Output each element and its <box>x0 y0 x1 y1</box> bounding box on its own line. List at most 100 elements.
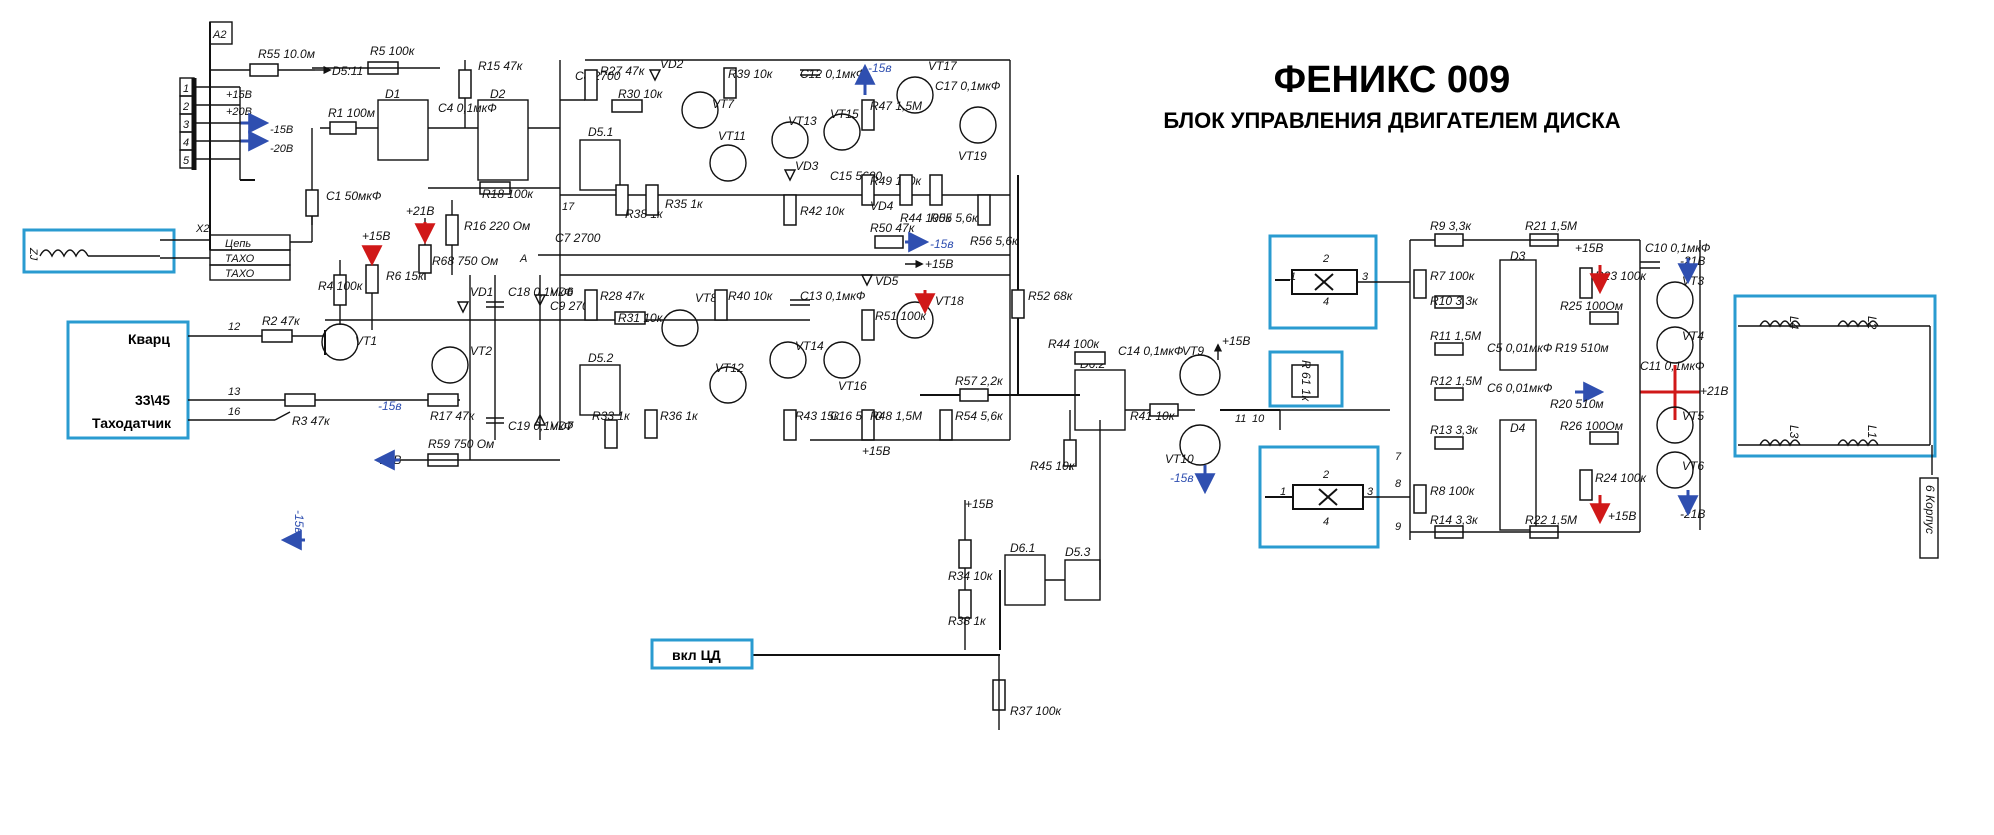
svg-text:R39 10к: R39 10к <box>728 67 774 81</box>
svg-text:R4 100к: R4 100к <box>318 279 364 293</box>
svg-text:R18 100к: R18 100к <box>482 187 534 201</box>
svg-text:10: 10 <box>1252 413 1265 425</box>
svg-text:VT7: VT7 <box>712 97 735 111</box>
svg-text:-20В: -20В <box>270 143 293 155</box>
svg-text:R16 220 Ом: R16 220 Ом <box>464 219 530 233</box>
svg-text:R56 5,6к: R56 5,6к <box>970 234 1019 248</box>
svg-text:ТАХО: ТАХО <box>225 253 255 265</box>
svg-text:D5.3: D5.3 <box>1065 545 1091 559</box>
svg-text:+21В: +21В <box>1700 384 1728 398</box>
speed-label: 33\45 <box>135 392 170 408</box>
kvarc-label: Кварц <box>128 331 170 347</box>
svg-text:R2 47к: R2 47к <box>262 314 301 328</box>
svg-text:R28 47к: R28 47к <box>600 289 646 303</box>
svg-text:VT4: VT4 <box>1682 329 1704 343</box>
vkl-cd-box <box>650 638 754 670</box>
svg-text:R45 10к: R45 10к <box>1030 459 1076 473</box>
svg-text:R68 750 Ом: R68 750 Ом <box>432 254 498 268</box>
svg-text:-15В: -15В <box>270 124 293 136</box>
svg-text:R55 5,6к: R55 5,6к <box>930 211 979 225</box>
svg-text:C11 0,1мкФ: C11 0,1мкФ <box>1640 359 1705 373</box>
svg-text:R26 100Ом: R26 100Ом <box>1560 419 1623 433</box>
svg-text:6 Корпус: 6 Корпус <box>1923 485 1937 534</box>
connector-a2: A2 1 2 3 4 5 +15В +20В -15В -20В <box>179 21 293 250</box>
svg-text:R34 10к: R34 10к <box>948 569 994 583</box>
vkl-cd-label: вкл ЦД <box>672 647 721 663</box>
svg-text:R44 100к: R44 100к <box>1048 337 1100 351</box>
svg-text:C10 0,1мкФ: C10 0,1мкФ <box>1645 241 1711 255</box>
svg-text:VT9: VT9 <box>1182 344 1204 358</box>
svg-text:R22 1,5М: R22 1,5М <box>1525 513 1577 527</box>
svg-text:R25 100Ом: R25 100Ом <box>1560 299 1623 313</box>
svg-text:R15 47к: R15 47к <box>478 59 524 73</box>
svg-text:R12 1,5М: R12 1,5М <box>1430 374 1482 388</box>
svg-text:R1 100м: R1 100м <box>328 106 375 120</box>
svg-text:13: 13 <box>228 386 241 398</box>
svg-text:VD1: VD1 <box>470 285 493 299</box>
svg-text:R8 100к: R8 100к <box>1430 484 1476 498</box>
svg-text:L4: L4 <box>1787 316 1801 330</box>
svg-text:1: 1 <box>1280 486 1286 498</box>
svg-text:VT15: VT15 <box>830 107 859 121</box>
svg-text:D5.2: D5.2 <box>588 351 614 365</box>
svg-text:R31 10к: R31 10к <box>618 311 664 325</box>
svg-text:D3: D3 <box>1510 249 1526 263</box>
svg-text:VT1: VT1 <box>355 334 377 348</box>
svg-text:+15В: +15В <box>226 89 252 101</box>
svg-text:-21В: -21В <box>1680 507 1705 521</box>
svg-text:4: 4 <box>183 137 189 149</box>
svg-text:C1 50мкФ: C1 50мкФ <box>326 189 382 203</box>
input-signals-box <box>66 320 190 440</box>
svg-text:R48 1,5М: R48 1,5М <box>870 409 922 423</box>
svg-text:D2: D2 <box>490 87 506 101</box>
svg-text:VT2: VT2 <box>470 344 492 358</box>
svg-text:R35 1к: R35 1к <box>665 197 704 211</box>
svg-text:X2: X2 <box>195 223 209 235</box>
svg-text:VT3: VT3 <box>1682 274 1704 288</box>
svg-text:2: 2 <box>1322 253 1329 265</box>
svg-text:R52 68к: R52 68к <box>1028 289 1074 303</box>
svg-text:+15В: +15В <box>1222 334 1250 348</box>
svg-text:R41 10к: R41 10к <box>1130 409 1176 423</box>
svg-text:L2: L2 <box>1865 316 1879 330</box>
svg-text:VT11: VT11 <box>718 129 746 143</box>
svg-text:R21 1,5М: R21 1,5М <box>1525 219 1577 233</box>
minus15-label-b: -15в <box>868 61 892 75</box>
tacho-label: Таходатчик <box>92 415 172 431</box>
svg-text:D1: D1 <box>385 87 400 101</box>
svg-text:3: 3 <box>1367 486 1374 498</box>
svg-text:R37 100к: R37 100к <box>1010 704 1062 718</box>
svg-text:+15В: +15В <box>1575 241 1603 255</box>
x2-connector: X2 Цепь ТАХО ТАХО <box>195 210 313 281</box>
svg-text:+15В: +15В <box>862 444 890 458</box>
minus15-label-d: -15в <box>1170 471 1194 485</box>
svg-text:R9 3,3к: R9 3,3к <box>1430 219 1472 233</box>
svg-text:VD6: VD6 <box>550 285 574 299</box>
svg-text:R19 510м: R19 510м <box>1555 341 1609 355</box>
svg-text:R50 47к: R50 47к <box>870 221 916 235</box>
svg-text:11: 11 <box>1235 413 1246 425</box>
svg-text:R49 100к: R49 100к <box>870 174 922 188</box>
svg-text:R42 10к: R42 10к <box>800 204 846 218</box>
svg-text:Цепь: Цепь <box>225 238 251 250</box>
svg-text:R33 1к: R33 1к <box>592 409 631 423</box>
svg-text:D6.1: D6.1 <box>1010 541 1035 555</box>
svg-text:R54 5,6к: R54 5,6к <box>955 409 1004 423</box>
d1-block <box>377 99 429 161</box>
svg-text:5: 5 <box>183 155 190 167</box>
d2-block <box>477 99 529 181</box>
svg-text:L3: L3 <box>1787 425 1801 439</box>
svg-text:ТАХО: ТАХО <box>225 268 255 280</box>
svg-text:R14 3,3к: R14 3,3к <box>1430 513 1479 527</box>
svg-text:R11 1,5М: R11 1,5М <box>1430 329 1481 343</box>
svg-text:+15В: +15В <box>965 497 993 511</box>
svg-text:R 61 1к: R 61 1к <box>1299 360 1313 402</box>
page-subtitle: БЛОК УПРАВЛЕНИЯ ДВИГАТЕЛЕМ ДИСКА <box>1163 108 1620 133</box>
svg-text:VD7: VD7 <box>550 419 575 433</box>
svg-text:R27 47к: R27 47к <box>600 64 646 78</box>
svg-text:9: 9 <box>1395 521 1401 533</box>
svg-text:VD2: VD2 <box>660 57 684 71</box>
svg-text:C5 0,01мкФ: C5 0,01мкФ <box>1487 341 1553 355</box>
svg-text:R47 1,5М: R47 1,5М <box>870 99 922 113</box>
